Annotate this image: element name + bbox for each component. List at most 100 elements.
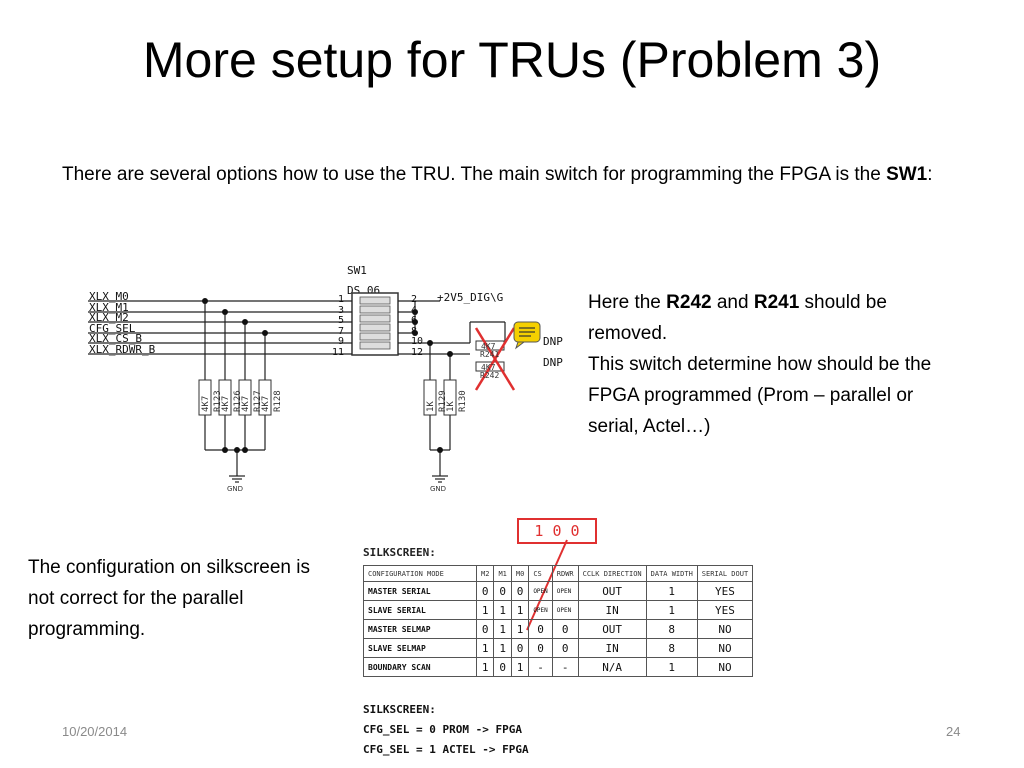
table-mode-cell: MASTER SELMAP	[363, 619, 477, 639]
table-cell: 1	[475, 600, 495, 620]
resistor-ref-label: R128	[273, 390, 283, 412]
resistor-value-label: 4K7	[261, 396, 271, 412]
net-label: XLX_M2	[89, 311, 129, 324]
resistor-value-label: 1K	[426, 401, 436, 412]
table-cell: 0	[551, 638, 579, 658]
pin-number-left: 11	[332, 347, 344, 358]
net-label: XLX_M1	[89, 301, 129, 314]
table-cell: 0	[551, 619, 579, 639]
table-cell: 1	[510, 619, 530, 639]
dnp-mark: DNP	[543, 335, 563, 348]
table-cell: YES	[696, 600, 754, 620]
table-cell: 8	[645, 619, 698, 639]
resistor-ref-label: R130	[458, 390, 468, 412]
table-cell: 0	[528, 619, 553, 639]
table-cell: 0	[493, 581, 512, 601]
pin-number-right: 12	[411, 347, 423, 358]
table-cell: 8	[645, 638, 698, 658]
intro-paragraph: There are several options how to use the…	[62, 160, 962, 190]
table-cell: 1	[645, 581, 698, 601]
resistor-ref-label: R126	[233, 390, 243, 412]
table-cell: 1	[493, 638, 512, 658]
resistor-value-label: 4K7	[241, 396, 251, 412]
note-icon	[513, 321, 541, 350]
right-note-p1-c: and	[711, 292, 754, 313]
slide-date: 10/20/2014	[62, 724, 128, 739]
gnd-symbols	[229, 475, 448, 483]
gnd-label-left: GND	[227, 485, 243, 493]
silkscreen-cfg-sel: SILKSCREEN: CFG_SEL = 0 PROM -> FPGA CFG…	[363, 700, 529, 760]
removed-resistor-value: 4K7	[481, 363, 496, 372]
table-header-cell: SERIAL DOUT	[696, 565, 754, 582]
slide-title: More setup for TRUs (Problem 3)	[142, 32, 882, 88]
table-cell: 0	[510, 638, 530, 658]
resistor-ref-label: R129	[438, 390, 448, 412]
cfg-sel-line-0: CFG_SEL = 0 PROM -> FPGA	[363, 723, 522, 736]
table-cell: 0	[510, 581, 530, 601]
table-cell: OUT	[577, 581, 647, 601]
resistor-value-label: 4K7	[201, 396, 211, 412]
table-cell: OPEN	[528, 600, 553, 620]
net-label: CFG_SEL	[89, 322, 136, 335]
table-cell: OUT	[577, 619, 647, 639]
table-cell: 1	[493, 600, 512, 620]
net-label: XLX_RDWR_B	[89, 343, 156, 356]
table-header-cell: M2	[475, 565, 495, 582]
resistor-ref-label: R123	[213, 390, 223, 412]
table-cell: 1	[475, 638, 495, 658]
resistor-ref-label: R127	[253, 390, 263, 412]
table-cell: 0	[475, 619, 495, 639]
table-cell: NO	[696, 657, 754, 677]
gnd-label-right: GND	[430, 485, 446, 493]
table-cell: YES	[696, 581, 754, 601]
dip-switch-levers	[359, 296, 391, 350]
table-cell: N/A	[577, 657, 647, 677]
pin-number-left: 9	[338, 336, 344, 347]
table-cell: 1	[645, 657, 698, 677]
switch-ref-label: SW1	[347, 264, 367, 277]
table-cell: -	[528, 657, 553, 677]
table-header-cell: DATA WIDTH	[645, 565, 698, 582]
red-cross-mark	[474, 327, 516, 391]
table-cell: 1	[493, 619, 512, 639]
table-cell: OPEN	[551, 600, 579, 620]
pin-number-right: 10	[411, 336, 423, 347]
table-header-cell: M0	[510, 565, 530, 582]
dnp-mark: DNP	[543, 356, 563, 369]
silkscreen-label-2: SILKSCREEN:	[363, 703, 436, 716]
net-label: XLX_CS_B	[89, 332, 142, 345]
pin-number-left: 5	[338, 315, 344, 326]
table-header-cell: CCLK DIRECTION	[577, 565, 647, 582]
table-cell: OPEN	[528, 581, 553, 601]
table-cell: OPEN	[551, 581, 579, 601]
resistor-value-label: 1K	[446, 401, 456, 412]
table-cell: 1	[510, 600, 530, 620]
table-mode-cell: MASTER SERIAL	[363, 581, 477, 601]
table-cell: 0	[528, 638, 553, 658]
table-cell: 0	[475, 581, 495, 601]
table-cell: 1	[475, 657, 495, 677]
right-note-p1-a: Here the	[588, 292, 667, 313]
pull-resistor-bodies	[198, 379, 457, 416]
slide-number: 24	[946, 724, 961, 739]
red-config-box: 1 0 0	[517, 518, 597, 544]
table-cell: 0	[493, 657, 512, 677]
right-note-p1: Here the R242 and R241 should be removed…	[588, 287, 968, 349]
silkscreen-label: SILKSCREEN:	[363, 546, 436, 559]
pin-number-right: 2	[411, 294, 417, 305]
removed-resistor-ref: R242	[480, 371, 499, 380]
table-cell: NO	[696, 619, 754, 639]
right-note-r242: R242	[666, 292, 712, 313]
net-label: XLX_M0	[89, 290, 129, 303]
table-header-cell: M1	[493, 565, 512, 582]
removed-resistor-ref: R241	[480, 350, 499, 359]
left-note: The configuration on silkscreen is not c…	[28, 557, 310, 640]
pin-number-left: 7	[338, 326, 344, 337]
cfg-sel-line-1: CFG_SEL = 1 ACTEL -> FPGA	[363, 743, 529, 756]
table-cell: 1	[645, 600, 698, 620]
table-cell: IN	[577, 600, 647, 620]
